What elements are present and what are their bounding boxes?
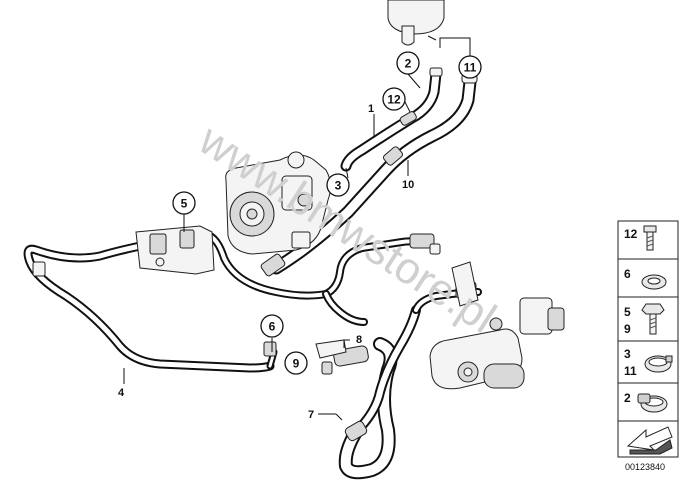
mounting-bracket xyxy=(135,225,215,275)
callout-5: 5 xyxy=(172,191,196,215)
callout-2-label: 2 xyxy=(405,57,412,71)
legend-9-label: 9 xyxy=(624,322,631,336)
callout-1-label: 1 xyxy=(368,103,374,115)
callout-4-label: 4 xyxy=(118,387,125,399)
worm-clamp-icon xyxy=(637,393,668,413)
seal-ring-icon xyxy=(641,274,667,290)
callout-9: 9 xyxy=(284,351,308,375)
pressure-line xyxy=(146,229,441,326)
hose-4 xyxy=(23,239,278,373)
screw-icon xyxy=(641,303,665,335)
callout-12: 12 xyxy=(382,87,406,111)
callout-11-label: 11 xyxy=(464,61,477,75)
leader-lines xyxy=(123,73,421,421)
hose-clamp-icon xyxy=(644,355,673,373)
callout-8-label: 8 xyxy=(356,334,362,346)
hose-7 xyxy=(333,305,421,480)
callout-11: 11 xyxy=(458,55,482,79)
power-steering-pump xyxy=(225,151,332,255)
callout-10-label: 10 xyxy=(402,179,414,191)
reservoir xyxy=(387,0,445,46)
diagram-number: 00123840 xyxy=(625,462,665,472)
parts-legend: 12 6 5 9 3 11 xyxy=(617,220,679,458)
hose-10 xyxy=(260,73,478,277)
callout-3: 3 xyxy=(326,173,350,197)
callout-6-label: 6 xyxy=(269,320,276,334)
hose-1 xyxy=(340,67,443,172)
legend-5-label: 5 xyxy=(624,305,631,319)
steering-gear xyxy=(429,261,565,390)
legend-3-label: 3 xyxy=(624,347,631,361)
callout-12-label: 12 xyxy=(387,93,401,107)
callout-6: 6 xyxy=(260,314,284,338)
callout-2: 2 xyxy=(396,51,420,75)
legend-6-label: 6 xyxy=(624,267,631,281)
legend-12-label: 12 xyxy=(624,227,638,241)
legend-11-label: 11 xyxy=(624,364,637,378)
bolt-icon xyxy=(643,225,657,251)
callout-5-label: 5 xyxy=(181,197,188,211)
callout-9-label: 9 xyxy=(293,357,300,371)
leader-11-bracket xyxy=(439,37,471,56)
callout-7-label: 7 xyxy=(308,409,314,421)
legend-2-label: 2 xyxy=(624,391,631,405)
callout-3-label: 3 xyxy=(335,179,342,193)
hose-clamp-8 xyxy=(315,339,347,375)
arrow-icon xyxy=(626,426,673,455)
